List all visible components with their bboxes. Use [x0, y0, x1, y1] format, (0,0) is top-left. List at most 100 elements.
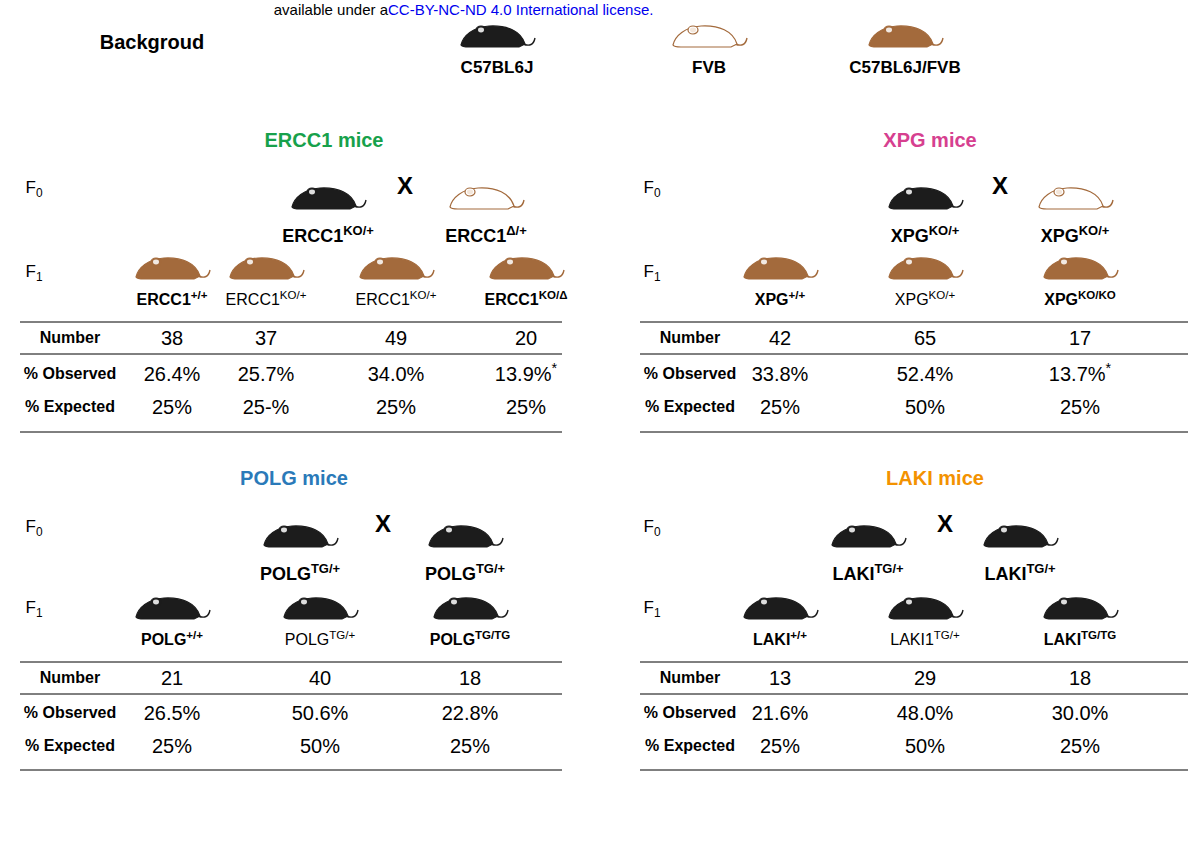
- generation-label: F0: [643, 517, 660, 537]
- base-text: F: [643, 178, 653, 197]
- mouse-body: [889, 188, 953, 209]
- mouse-body: [889, 258, 953, 279]
- table-rule: [640, 354, 1188, 355]
- table-cell: 18: [459, 667, 481, 690]
- mouse-ear: [1061, 600, 1067, 605]
- table-rule: [20, 432, 562, 433]
- mouse-ear: [478, 28, 484, 33]
- parent-genotype: POLGTG/+: [260, 564, 340, 585]
- mouse-ear: [507, 260, 513, 265]
- table-cell: 25%: [1060, 396, 1100, 419]
- mouse-body: [832, 526, 896, 547]
- mouse-body: [744, 258, 808, 279]
- mouse-icon: [1039, 188, 1113, 209]
- genotype-label: POLGTG/+: [285, 631, 355, 649]
- genotype-label: LAKI1TG/+: [890, 631, 960, 649]
- mouse-icon: [889, 258, 963, 279]
- table-rule: [640, 322, 1188, 323]
- table-cell: 21.6%: [752, 702, 809, 725]
- table-cell: 13: [769, 667, 791, 690]
- row-header: % Observed: [644, 704, 736, 722]
- table-rule: [640, 432, 1188, 433]
- table-cell: 26.5%: [144, 702, 201, 725]
- base-text: ERCC1: [356, 291, 410, 308]
- superscript: TG/TG: [1081, 629, 1116, 641]
- mouse-body: [434, 598, 498, 619]
- generation-label: F0: [25, 178, 42, 198]
- table-cell: 25%: [376, 396, 416, 419]
- table-cell: 42: [769, 327, 791, 350]
- generation-label: F1: [643, 262, 660, 282]
- table-rule: [640, 662, 1188, 663]
- genotype-label: ERCC1KO/+: [356, 291, 437, 309]
- superscript: KO/+: [410, 289, 437, 301]
- superscript: KO/+: [929, 289, 956, 301]
- superscript: KO/+: [1079, 223, 1110, 238]
- base-text: XPG: [1044, 291, 1078, 308]
- row-header: % Expected: [25, 737, 115, 755]
- superscript: TG/TG: [475, 629, 510, 641]
- mouse-ear: [247, 260, 253, 265]
- table-cell: 37: [255, 327, 277, 350]
- superscript: *: [1106, 360, 1112, 376]
- panel-title: XPG mice: [883, 129, 976, 152]
- table-cell: 25%: [506, 396, 546, 419]
- cross-symbol: X: [937, 510, 953, 538]
- generation-label: F0: [643, 178, 660, 198]
- base-text: XPG: [895, 291, 929, 308]
- mouse-icon: [264, 526, 338, 547]
- genotype-label: LAKITG/TG: [1044, 631, 1117, 649]
- mouse-body: [1039, 188, 1103, 209]
- superscript: Δ/+: [506, 223, 526, 238]
- superscript: +/+: [186, 629, 203, 641]
- base-text: POLG: [425, 564, 476, 584]
- mouse-body: [744, 598, 808, 619]
- table-cell: 18: [1069, 667, 1091, 690]
- mouse-icon: [673, 26, 747, 47]
- genotype-label: XPGKO/+: [895, 291, 955, 309]
- superscript: +/+: [789, 289, 806, 301]
- mouse-body: [450, 188, 514, 209]
- row-header: % Expected: [645, 398, 735, 416]
- mouse-ear: [446, 528, 452, 533]
- base-text: POLG: [285, 631, 329, 648]
- mouse-icon: [461, 26, 535, 47]
- generation-label: F0: [25, 517, 42, 537]
- base-text: XPG: [1041, 226, 1079, 246]
- mouse-ear: [281, 528, 287, 533]
- row-header: Number: [660, 329, 720, 347]
- table-cell: 40: [309, 667, 331, 690]
- mouse-icon: [490, 258, 564, 279]
- table-cell: 50%: [905, 735, 945, 758]
- table-rule: [640, 694, 1188, 695]
- table-rule: [20, 662, 562, 663]
- base-text: F: [25, 178, 35, 197]
- mouse-ear: [467, 190, 473, 195]
- genotype-label: POLG+/+: [141, 631, 203, 649]
- mouse-icon: [450, 188, 524, 209]
- subscript: 0: [654, 186, 661, 200]
- cross-symbol: X: [375, 510, 391, 538]
- mouse-icon: [744, 598, 818, 619]
- base-text: ERCC1: [137, 291, 191, 308]
- base-text: LAKI1: [890, 631, 934, 648]
- base-text: ERCC1: [282, 226, 343, 246]
- genotype-label: ERCC1KO/+: [226, 291, 307, 309]
- mouse-body: [673, 26, 737, 47]
- mouse-icon: [984, 526, 1058, 547]
- mouse-ear: [451, 600, 457, 605]
- mouse-body: [984, 526, 1048, 547]
- mouse-icon: [869, 26, 943, 47]
- strain-name: C57BL6J: [461, 58, 534, 78]
- mouse-ear: [153, 260, 159, 265]
- subscript: 1: [654, 270, 661, 284]
- superscript: KO/KO: [1078, 289, 1116, 301]
- mouse-icon: [284, 598, 358, 619]
- superscript: KO/+: [280, 289, 307, 301]
- mouse-icon: [136, 258, 210, 279]
- subscript: 1: [36, 270, 43, 284]
- row-header: Number: [660, 669, 720, 687]
- base-text: F: [643, 598, 653, 617]
- mouse-ear: [761, 600, 767, 605]
- base-text: 13.7%: [1049, 363, 1106, 385]
